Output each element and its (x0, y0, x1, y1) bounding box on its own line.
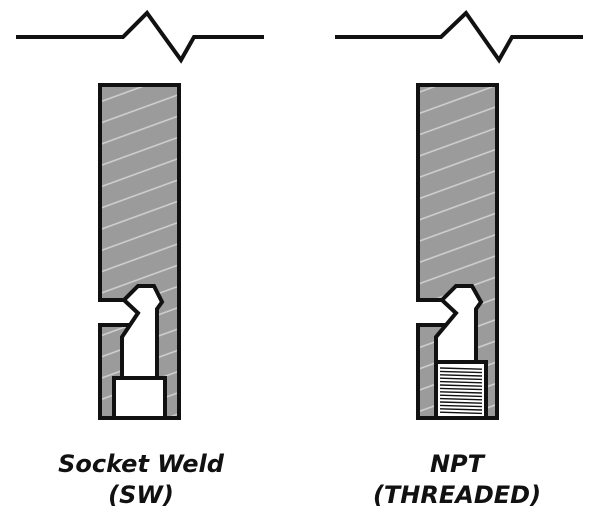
npt-thread-line (439, 411, 483, 415)
socket-weld-figure: Socket Weld (SW) (16, 9, 264, 509)
npt-thread-line (439, 374, 483, 377)
socket-weld-socket-block (112, 376, 167, 420)
npt-thread-line (439, 370, 483, 374)
npt-thread-line (439, 380, 483, 384)
npt-threaded-figure: NPT (THREADED) (335, 9, 583, 509)
npt-thread-line (439, 377, 483, 381)
socket-weld-body-section (98, 83, 181, 420)
npt-thread-line (439, 367, 483, 370)
npt-thread-zone (434, 360, 488, 420)
npt-bore (434, 284, 484, 364)
npt-caption-line2: (THREADED) (373, 481, 541, 509)
break-line-left (16, 9, 264, 64)
npt-thread-line (439, 384, 483, 387)
npt-thread-line (439, 397, 483, 401)
npt-caption-line1: NPT (430, 450, 486, 478)
npt-thread-line (439, 391, 483, 394)
npt-thread-line (439, 408, 483, 411)
socket-weld-caption-line1: Socket Weld (58, 450, 225, 478)
npt-thread-line (439, 401, 483, 404)
socket-weld-bore (120, 284, 165, 380)
npt-thread-line (439, 387, 483, 391)
socket-weld-caption-line2: (SW) (108, 481, 174, 509)
npt-thread-line (439, 394, 483, 398)
npt-thread-line (439, 404, 483, 408)
break-line-right (335, 9, 583, 64)
